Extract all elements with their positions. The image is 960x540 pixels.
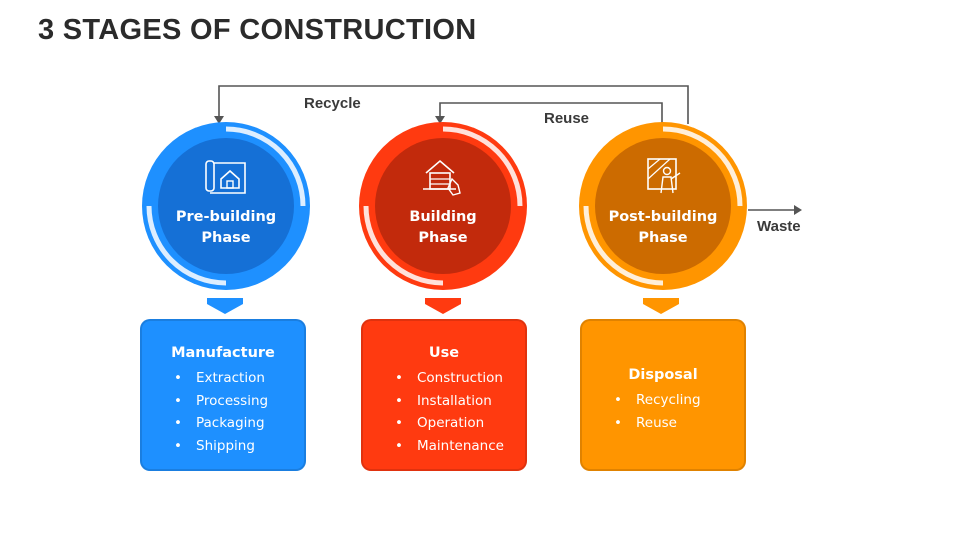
stage-post-building: Post-building Phase [578,121,748,291]
box-list: •Recycling •Reuse [582,389,744,434]
box-list: •Extraction •Processing •Packaging •Ship… [142,367,304,457]
stage-label: Building Phase [383,207,503,249]
list-item: •Construction [395,370,503,386]
stage-label: Post-building Phase [603,207,723,249]
reuse-connector [439,102,663,124]
list-item-text: Extraction [196,370,265,386]
stage-label-line2: Phase [638,230,688,246]
stage-ring [579,122,747,290]
list-item-text: Recycling [636,392,701,408]
house-construction-icon [423,159,461,196]
list-item-text: Shipping [196,437,255,454]
box-heading: Disposal [628,367,698,383]
manufacture-box: Manufacture •Extraction •Processing •Pac… [140,319,306,471]
list-item: •Recycling [614,392,701,408]
stage-pre-building: Pre-building Phase [141,121,311,291]
stage-label-line1: Post-building [608,209,718,225]
list-item: •Installation [395,392,492,409]
list-item-text: Reuse [636,414,677,431]
reuse-arrowhead [435,116,445,124]
box-heading: Manufacture [171,345,275,361]
waste-label: Waste [757,218,801,235]
list-item: •Operation [395,415,485,431]
list-item: •Packaging [174,415,265,431]
reuse-label: Reuse [544,110,590,127]
stage-label-line1: Building [409,209,477,225]
down-arrow-icon [643,298,679,314]
stage-label-line2: Phase [418,230,468,246]
list-item-text: Maintenance [417,437,504,454]
worker-window-icon [647,158,681,194]
box-list: •Construction •Installation •Operation •… [363,367,525,457]
stage-label-line2: Phase [201,230,251,246]
list-item: •Reuse [614,414,677,431]
box-heading: Use [428,345,460,361]
list-item: •Maintenance [395,437,504,454]
list-item: •Shipping [174,437,255,454]
use-box: Use •Construction •Installation •Operati… [361,319,527,471]
list-item-text: Operation [417,415,485,431]
stage-ring [359,122,527,290]
stage-building: Building Phase [358,121,528,291]
recycle-connector [218,85,689,124]
list-item-text: Construction [417,370,503,386]
down-arrow-icon [425,298,461,314]
recycle-arrowhead [214,116,224,124]
list-item: •Extraction [174,370,265,386]
list-item-text: Processing [196,392,269,409]
disposal-box: Disposal •Recycling •Reuse [580,319,746,471]
stage-label-line1: Pre-building [175,209,277,225]
recycle-label: Recycle [304,95,361,112]
list-item-text: Installation [417,392,492,409]
waste-arrowhead [794,205,802,215]
list-item: •Processing [174,392,269,409]
stage-ring [142,122,310,290]
down-arrow-icon [207,298,243,314]
blueprint-house-icon [205,160,246,194]
list-item-text: Packaging [196,415,265,431]
page-title: 3 STAGES OF CONSTRUCTION [38,14,477,46]
stage-label: Pre-building Phase [166,207,286,249]
